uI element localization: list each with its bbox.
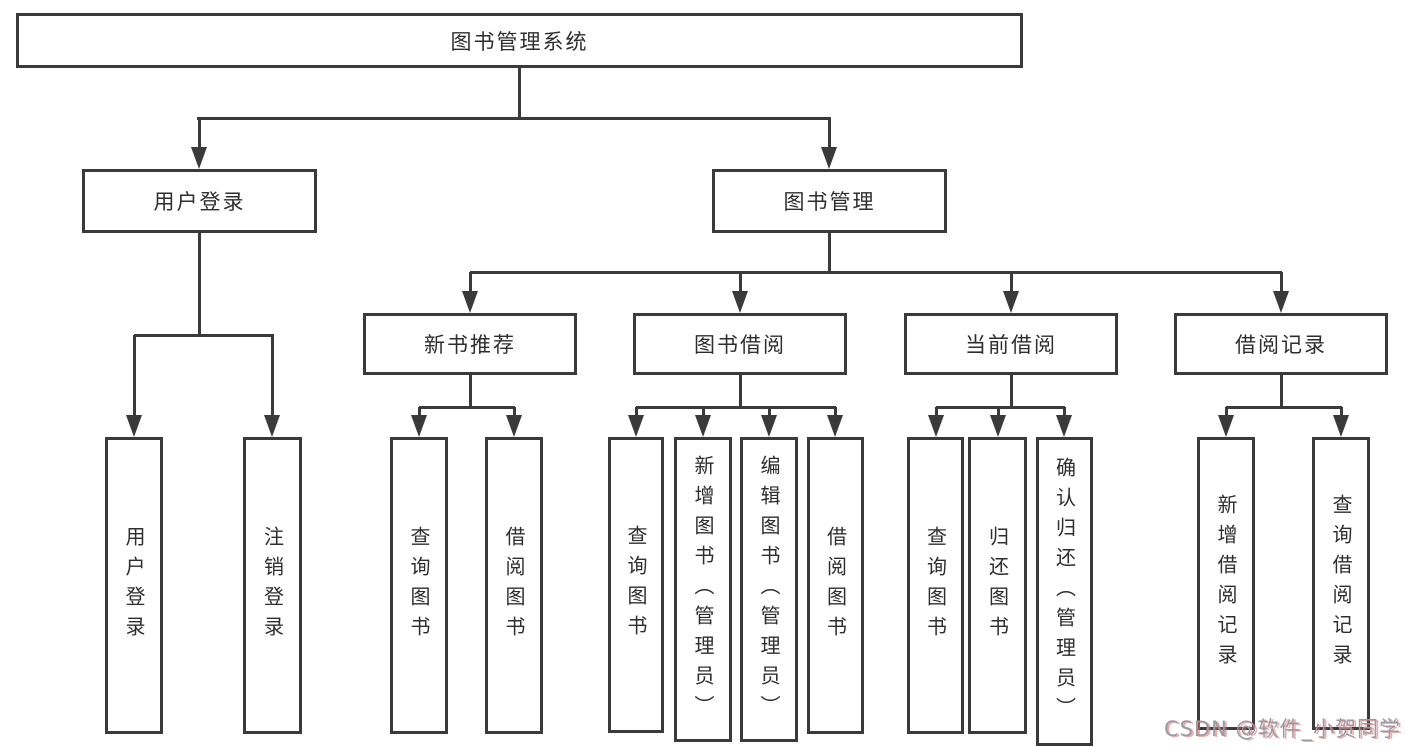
connector-line <box>270 335 274 419</box>
node-current-borrow: 当前借阅 <box>904 313 1118 375</box>
connector-line <box>1009 375 1013 408</box>
connector-line <box>827 118 831 151</box>
arrowhead-down-icon <box>628 415 644 437</box>
connector-line <box>934 407 938 419</box>
connector-line <box>197 233 201 336</box>
arrowhead-down-icon <box>1003 291 1019 313</box>
arrowhead-down-icon <box>264 415 280 437</box>
node-login-user: 用户登录 <box>105 437 163 734</box>
connector-line <box>470 270 1282 274</box>
node-cb-return: 归还图书 <box>968 437 1027 734</box>
connector-line <box>833 407 837 419</box>
connector-line <box>827 233 831 273</box>
connector-line <box>197 118 201 151</box>
connector-line <box>512 407 516 419</box>
connector-line <box>634 407 638 419</box>
node-cb-query: 查询图书 <box>907 437 964 734</box>
connector-line <box>1062 407 1066 419</box>
connector-line <box>132 335 136 419</box>
arrowhead-down-icon <box>191 147 207 169</box>
node-user-login: 用户登录 <box>82 169 317 233</box>
arrowhead-down-icon <box>928 415 944 437</box>
connector-line <box>517 68 521 119</box>
connector-line <box>134 333 274 337</box>
arrowhead-down-icon <box>695 415 711 437</box>
node-bb-edit: 编辑图书（管理员） <box>740 437 798 742</box>
node-new-book: 新书推荐 <box>363 313 577 375</box>
connector-line <box>701 407 705 419</box>
node-book-borrow: 图书借阅 <box>633 313 847 375</box>
connector-line <box>419 405 515 409</box>
csdn-watermark: CSDN @软件_小贺同学 <box>1163 717 1401 741</box>
connector-line <box>1226 405 1342 409</box>
connector-line <box>1279 272 1283 295</box>
arrowhead-down-icon <box>990 415 1006 437</box>
node-newbook-borrow: 借阅图书 <box>485 437 543 734</box>
node-book-mgmt: 图书管理 <box>712 169 947 233</box>
connector-line <box>468 375 472 408</box>
connector-line <box>197 116 831 120</box>
node-br-query: 查询借阅记录 <box>1312 437 1370 730</box>
connector-line <box>996 407 1000 419</box>
node-bb-borrow: 借阅图书 <box>807 437 864 734</box>
connector-line <box>1279 375 1283 408</box>
connector-line <box>738 375 742 408</box>
connector-line <box>417 407 421 419</box>
node-borrow-record: 借阅记录 <box>1174 313 1388 375</box>
arrowhead-down-icon <box>126 415 142 437</box>
node-root: 图书管理系统 <box>16 13 1023 68</box>
connector-line <box>468 272 472 295</box>
arrowhead-down-icon <box>821 147 837 169</box>
arrowhead-down-icon <box>1333 415 1349 437</box>
connector-line <box>738 272 742 295</box>
node-login-logout: 注销登录 <box>243 437 302 734</box>
arrowhead-down-icon <box>1273 291 1289 313</box>
connector-line <box>1009 272 1013 295</box>
node-br-add: 新增借阅记录 <box>1197 437 1255 730</box>
node-newbook-query: 查询图书 <box>390 437 448 734</box>
node-cb-confirm: 确认归还（管理员） <box>1036 437 1093 746</box>
node-bb-add: 新增图书（管理员） <box>674 437 732 742</box>
arrowhead-down-icon <box>732 291 748 313</box>
arrowhead-down-icon <box>462 291 478 313</box>
arrowhead-down-icon <box>1056 415 1072 437</box>
connector-line <box>767 407 771 419</box>
node-bb-query: 查询图书 <box>608 437 664 733</box>
connector-line <box>1224 407 1228 419</box>
connector-line <box>636 405 836 409</box>
connector-line <box>936 405 1065 409</box>
arrowhead-down-icon <box>411 415 427 437</box>
arrowhead-down-icon <box>506 415 522 437</box>
arrowhead-down-icon <box>1218 415 1234 437</box>
connector-line <box>1339 407 1343 419</box>
arrowhead-down-icon <box>761 415 777 437</box>
arrowhead-down-icon <box>827 415 843 437</box>
